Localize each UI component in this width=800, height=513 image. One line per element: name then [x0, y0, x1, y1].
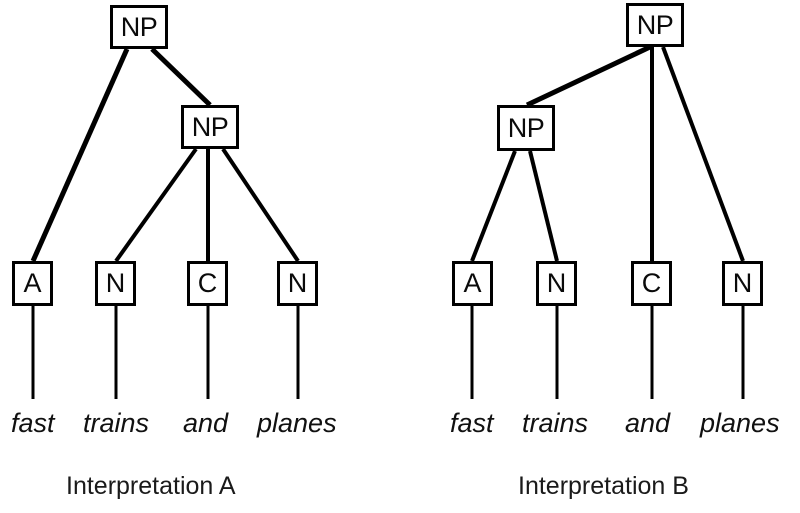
tree-node-b-pos-n2: N [722, 261, 763, 306]
tree-node-label: NP [636, 9, 674, 40]
tree-edge-a-np-root-to-a-pos-a [30, 47, 130, 263]
leaf-word-b-word-trains: trains [522, 408, 589, 438]
tree-node-b-np-root: NP [626, 3, 684, 47]
tree-edge-a-np-sub-to-a-pos-n2 [221, 147, 300, 263]
tree-edge-b-np-sub-to-b-pos-a [470, 150, 517, 262]
tree-node-label: A [23, 268, 42, 298]
tree-node-label: NP [120, 11, 158, 42]
tree-node-label: N [732, 268, 753, 298]
tree-edge-b-np-root-to-b-pos-n2 [661, 46, 745, 262]
tree-node-b-pos-c: C [631, 261, 672, 306]
leaf-word-a-word-fast: fast [11, 408, 55, 438]
leaf-word-a-word-and: and [183, 408, 229, 438]
leaf-word-b-word-fast: fast [450, 408, 494, 438]
tree-node-b-np-sub: NP [497, 105, 555, 151]
leaf-word-b-word-and: and [625, 408, 671, 438]
leaf-word-a-word-planes: planes [257, 408, 337, 438]
tree-edge-a-np-sub-to-a-pos-n1 [114, 147, 198, 263]
tree-node-a-pos-c: C [187, 261, 228, 306]
tree-node-a-pos-n2: N [277, 261, 318, 306]
tree-node-b-pos-n1: N [536, 261, 577, 306]
tree-node-label: A [463, 268, 482, 298]
tree-node-label: N [105, 268, 126, 298]
tree-node-label: NP [507, 112, 545, 143]
tree-node-label: NP [191, 111, 229, 142]
tree-node-label: N [287, 268, 308, 298]
stems-group [31, 306, 745, 399]
caption-interpretation-b: Interpretation B [518, 472, 689, 500]
tree-node-a-pos-n1: N [95, 261, 136, 306]
caption-interpretation-a: Interpretation A [66, 472, 236, 500]
tree-node-label: C [641, 268, 662, 298]
leaf-word-b-word-planes: planes [700, 408, 780, 438]
tree-edge-b-np-root-to-b-np-sub [525, 44, 652, 108]
tree-node-a-pos-a: A [12, 261, 53, 306]
tree-edge-b-np-sub-to-b-pos-n1 [528, 150, 559, 262]
edges-group [30, 44, 745, 263]
tree-node-b-pos-a: A [452, 261, 493, 306]
tree-node-a-np-sub: NP [181, 105, 239, 149]
leaf-word-a-word-trains: trains [83, 408, 150, 438]
tree-node-label: N [546, 268, 567, 298]
tree-node-a-np-root: NP [110, 5, 168, 49]
tree-node-label: C [197, 268, 218, 298]
tree-edge-a-np-root-to-a-np-sub [150, 47, 212, 107]
